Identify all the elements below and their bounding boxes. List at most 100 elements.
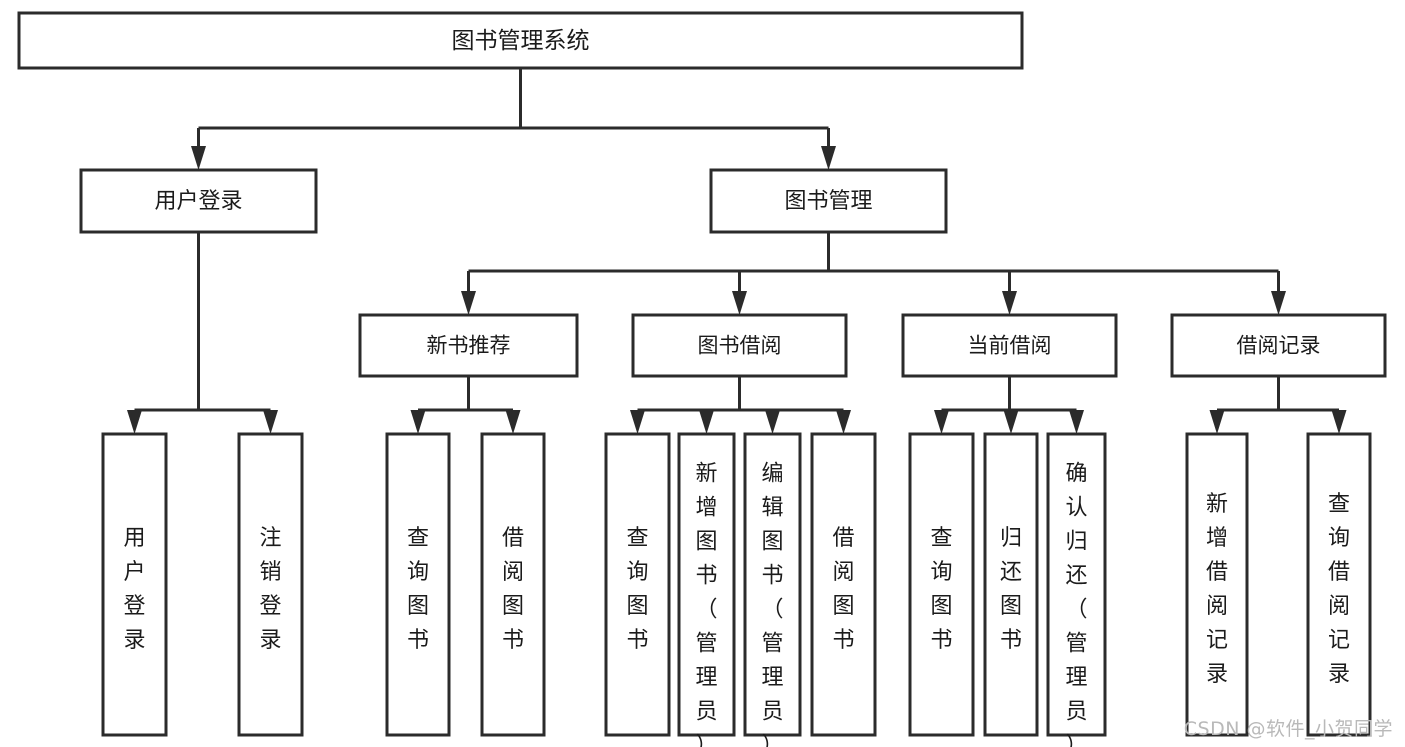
node-level1-用户登录[interactable] (79, 168, 318, 234)
node-leaf-注销登录[interactable] (237, 432, 304, 737)
leaf-label-char: 录 (1206, 662, 1228, 687)
connector-layer (127, 68, 1347, 434)
node-level2-当前借阅[interactable] (901, 313, 1118, 378)
leaf-label-char: 书 (407, 628, 429, 653)
node-level2-图书借阅[interactable] (631, 313, 848, 378)
leaf-label-char: 员 (695, 699, 717, 724)
leaf-label-char: 增 (1206, 526, 1228, 551)
leaf-label-char: 录 (259, 628, 281, 653)
leaf-label-char: 录 (1328, 662, 1350, 687)
leaf-label-char: 管 (1065, 631, 1087, 656)
leaf-label-char: 新 (695, 461, 717, 486)
leaf-label-char: 阅 (832, 560, 854, 585)
arrow-用户登录-to-用户登录-arrowhead (127, 410, 142, 434)
leaf-label-char: 员 (1065, 699, 1087, 724)
leaf-label-char: 用 (123, 526, 145, 551)
arrow-图书借阅-to-新增图书管理员-arrowhead (699, 410, 714, 434)
leaf-label-char: 借 (502, 526, 524, 551)
node-level2-借阅记录[interactable] (1170, 313, 1387, 378)
leaf-label-char: 新 (1206, 492, 1228, 517)
arrow-management-to-当前借阅-arrowhead (1002, 291, 1017, 315)
leaf-label-char: 登 (123, 594, 145, 619)
leaf-label-char: 查 (407, 526, 429, 551)
node-leaf-用户登录[interactable] (101, 432, 168, 737)
node-level2-新书推荐[interactable] (358, 313, 579, 378)
node-leaf-新增图书管理员[interactable] (677, 432, 736, 737)
node-level2-label-借阅记录: 借阅记录 (1237, 334, 1321, 358)
node-leaf-借阅图书[interactable] (480, 432, 546, 737)
node-level1-图书管理[interactable] (709, 168, 948, 234)
arrow-management-to-借阅记录-arrowhead (1271, 291, 1286, 315)
leaf-label-char: 书 (761, 563, 783, 588)
leaf-label-char: 员 (761, 699, 783, 724)
leaf-label-char: 图 (1000, 594, 1022, 619)
leaf-label-char: 图 (626, 594, 648, 619)
node-leaf-编辑图书管理员[interactable] (743, 432, 802, 737)
node-leaf-查询图书[interactable] (604, 432, 671, 737)
node-leaf-查询图书[interactable] (908, 432, 975, 737)
leaf-label-char: 归 (1065, 529, 1087, 554)
arrow-当前借阅-to-确认归还管理员-arrowhead (1069, 410, 1084, 434)
leaf-label-char: 确 (1065, 461, 1087, 486)
node-leaf-新增借阅记录[interactable] (1185, 432, 1249, 737)
leaf-label-char: 还 (1065, 563, 1087, 588)
leaf-label-char: 借 (1206, 560, 1228, 585)
leaf-label-char: 理 (761, 665, 783, 690)
node-root-label: 图书管理系统 (452, 28, 590, 54)
leaf-label-char: 书 (626, 628, 648, 653)
node-leaf-借阅图书[interactable] (810, 432, 877, 737)
leaf-label-char: 登 (259, 594, 281, 619)
leaf-label-char: 理 (695, 665, 717, 690)
node-level1-label-用户登录: 用户登录 (154, 189, 242, 214)
leaf-label-char: 增 (695, 495, 717, 520)
leaf-label-char: 查 (626, 526, 648, 551)
arrow-management-to-新书推荐-arrowhead (461, 291, 476, 315)
leaf-label-char: 询 (626, 560, 648, 585)
leaf-label-char: 销 (259, 560, 281, 585)
arrow-借阅记录-to-新增借阅记录-arrowhead (1209, 410, 1225, 434)
node-root-图书管理系统[interactable] (17, 11, 1024, 70)
arrow-借阅记录-to-查询借阅记录-arrowhead (1331, 410, 1347, 434)
node-leaf-label-用户登录: 用户登录 (123, 526, 145, 653)
node-level2-label-图书借阅: 图书借阅 (698, 334, 782, 358)
arrow-新书推荐-to-查询图书-arrowhead (410, 410, 426, 434)
leaf-label-char: 询 (407, 560, 429, 585)
leaf-label-char: 书 (1000, 628, 1022, 653)
node-leaf-确认归还管理员[interactable] (1046, 432, 1107, 737)
arrow-当前借阅-to-查询图书-arrowhead (934, 410, 949, 434)
leaf-label-char: 阅 (1206, 594, 1228, 619)
node-leaf-归还图书[interactable] (983, 432, 1039, 737)
leaf-label-char: ） (761, 733, 783, 747)
leaf-label-char: 图 (832, 594, 854, 619)
leaf-label-char: 借 (832, 526, 854, 551)
leaf-label-char: 录 (123, 628, 145, 653)
leaf-label-char: （ (761, 597, 783, 622)
leaf-label-char: 图 (695, 529, 717, 554)
node-level2-label-当前借阅: 当前借阅 (968, 334, 1052, 358)
arrow-root-to-图书管理-arrowhead (821, 146, 836, 170)
node-level2-label-新书推荐: 新书推荐 (427, 334, 511, 358)
leaf-label-char: 书 (695, 563, 717, 588)
leaf-label-char: 阅 (502, 560, 524, 585)
leaf-label-char: 图 (407, 594, 429, 619)
leaf-label-char: 理 (1065, 665, 1087, 690)
node-leaf-查询借阅记录[interactable] (1306, 432, 1372, 737)
node-leaf-查询图书[interactable] (385, 432, 451, 737)
leaf-label-char: 图 (930, 594, 952, 619)
leaf-label-char: 图 (761, 529, 783, 554)
leaf-label-char: 归 (1000, 526, 1022, 551)
leaf-label-char: 编 (761, 461, 783, 486)
leaf-label-char: 记 (1328, 628, 1350, 653)
